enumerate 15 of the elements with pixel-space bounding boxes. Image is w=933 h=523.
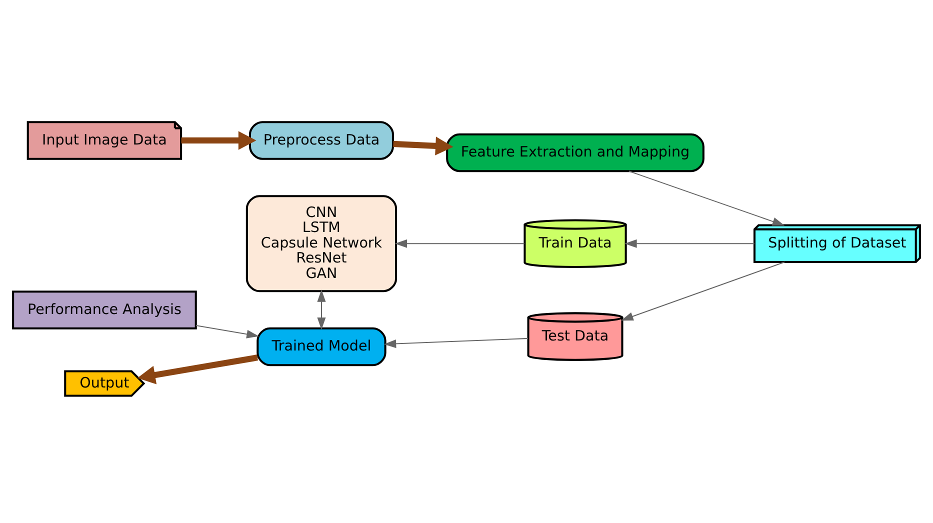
node-box: CNN LSTM Capsule Network ResNet GAN [246, 194, 398, 292]
arrow [621, 261, 785, 320]
arrow [384, 337, 528, 348]
node-box: Trained Model [256, 326, 386, 366]
arrow [317, 289, 326, 330]
arrow [394, 238, 524, 248]
node-box: Performance Analysis [12, 290, 197, 329]
node-box: Feature Extraction and Mapping [446, 132, 704, 172]
arrow [137, 354, 258, 384]
arrow [393, 136, 454, 155]
arrow [624, 238, 754, 248]
arrow [196, 324, 259, 338]
arrow [628, 170, 785, 226]
arrow [181, 130, 256, 150]
node-box: Preprocess Data [248, 120, 394, 160]
